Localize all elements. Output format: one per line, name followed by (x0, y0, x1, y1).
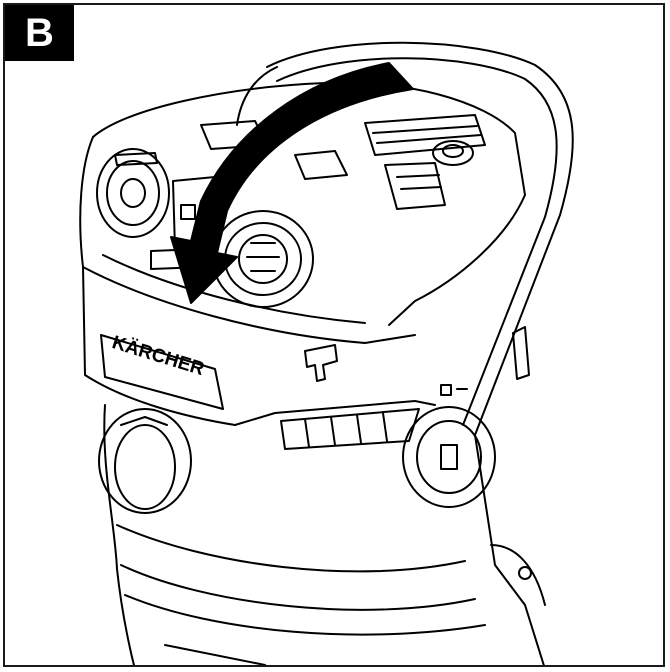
rotate-arrow-icon (170, 62, 414, 304)
vacuum-illustration: KÄRCHER (79, 41, 574, 665)
lid-knob (432, 140, 474, 166)
container (103, 404, 546, 665)
front-grip (234, 400, 436, 450)
figure-label: B (5, 5, 74, 61)
brand-logo: KÄRCHER (110, 332, 207, 380)
brand-band: KÄRCHER (82, 266, 236, 426)
side-hook (512, 326, 530, 380)
latch-clip (304, 344, 338, 382)
front-inlet (98, 408, 192, 514)
lock-icon (402, 384, 496, 508)
figure-panel: B (3, 3, 665, 667)
power-socket-icon (96, 148, 170, 238)
